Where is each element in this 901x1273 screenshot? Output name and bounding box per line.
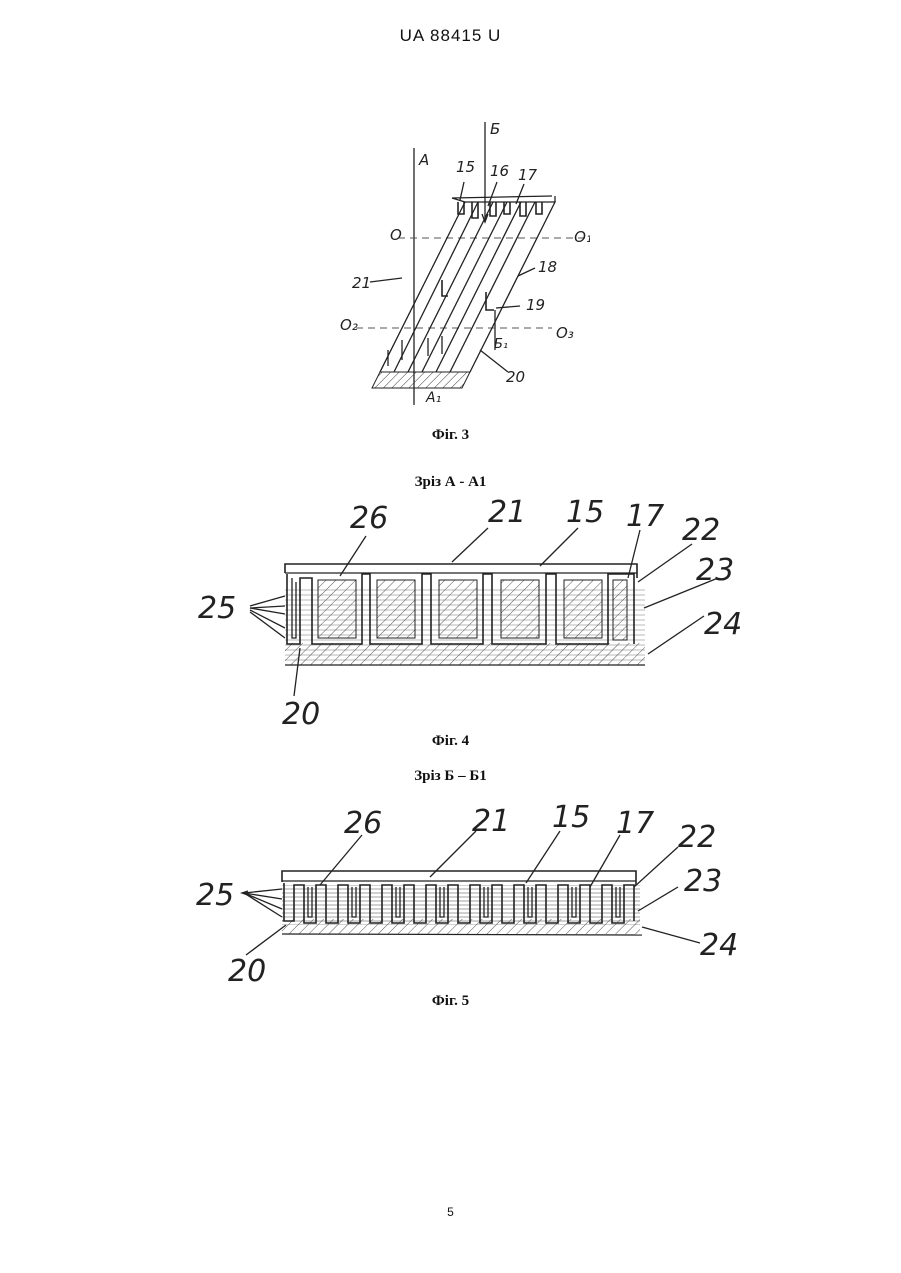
label-20: 20	[228, 954, 266, 989]
label-O1: O₁	[574, 228, 590, 246]
label-15: 15	[566, 498, 604, 530]
label-16: 16	[490, 162, 509, 180]
label-A: A	[418, 151, 429, 169]
label-21: 21	[352, 274, 371, 292]
label-22: 22	[682, 513, 720, 548]
label-25: 25	[196, 878, 234, 913]
figure-5-drawing: 26 21 15 17 22 23 24 25 20	[190, 795, 760, 990]
label-B: Б	[490, 120, 500, 138]
label-17: 17	[626, 499, 664, 534]
figure-3-caption: Фіг. 3	[0, 427, 901, 444]
label-26: 26	[350, 501, 388, 536]
label-17: 17	[616, 806, 654, 841]
label-23: 23	[684, 864, 722, 899]
label-A1: A₁	[425, 390, 441, 406]
page-number: 5	[0, 1205, 901, 1219]
label-19: 19	[526, 296, 545, 314]
label-15: 15	[552, 800, 590, 835]
label-O2: O₂	[340, 316, 358, 334]
label-21: 21	[488, 498, 526, 530]
label-24: 24	[700, 928, 738, 963]
label-22: 22	[678, 820, 716, 855]
label-20: 20	[506, 368, 525, 386]
label-26: 26	[344, 806, 382, 841]
figure-3-drawing: A Б 15 16 17 O O₁ 21 18 19 O₂ O₃ Б₁ 20 A…	[330, 110, 590, 410]
figure-5-caption: Фіг. 5	[0, 993, 901, 1010]
figure-5-section-title: Зріз Б – Б1	[0, 768, 901, 785]
label-23: 23	[696, 553, 734, 588]
label-24: 24	[704, 607, 742, 642]
figure-4-drawing: 26 21 15 17 22 23 24 25 20	[190, 498, 760, 733]
label-O3: O₃	[556, 324, 574, 342]
label-20: 20	[282, 697, 320, 732]
label-18: 18	[538, 258, 557, 276]
label-B1: Б₁	[494, 337, 508, 352]
label-17: 17	[518, 166, 538, 184]
figure-4-section-title: Зріз А - А1	[0, 474, 901, 491]
label-25: 25	[198, 591, 236, 626]
figure-4-caption: Фіг. 4	[0, 733, 901, 750]
label-21: 21	[472, 804, 510, 839]
label-O: O	[390, 226, 402, 244]
label-15: 15	[456, 158, 475, 176]
document-number: UA 88415 U	[0, 26, 901, 46]
